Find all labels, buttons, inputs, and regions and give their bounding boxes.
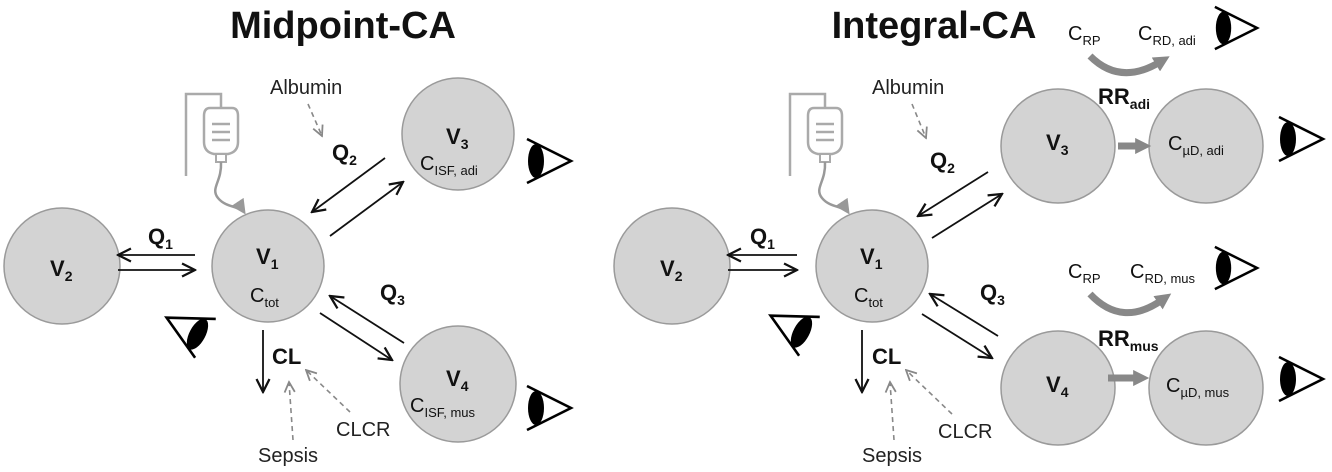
cisf-adi-label: CISF, adi bbox=[420, 153, 478, 178]
albumin-arrow bbox=[911, 103, 926, 138]
iv-bag-icon bbox=[184, 92, 240, 178]
eye-icon bbox=[1213, 245, 1259, 291]
sepsis-arrow bbox=[289, 382, 293, 441]
crp-bot-label: CRP bbox=[1068, 261, 1101, 286]
compartment-v1 bbox=[815, 209, 929, 323]
v4-label: V4 bbox=[446, 366, 469, 394]
q3-label: Q3 bbox=[980, 280, 1005, 308]
compartment-v4 bbox=[399, 325, 517, 443]
compartment-v3 bbox=[401, 77, 515, 191]
retrodialysis-mus-arrow bbox=[1087, 291, 1172, 316]
panel-integral-ca: Integral-CA V2 V1 Ctot V3 V4 CµD, adi Cµ… bbox=[613, 5, 1325, 467]
eye-icon bbox=[758, 294, 822, 358]
q3-arrow-to-v1 bbox=[330, 296, 405, 344]
cl-label: CL bbox=[872, 344, 901, 369]
clcr-label: CLCR bbox=[336, 419, 390, 441]
panel-title: Integral-CA bbox=[832, 5, 1037, 47]
sepsis-label: Sepsis bbox=[862, 445, 922, 467]
iv-bag-icon bbox=[788, 92, 844, 178]
v1-label: V1 bbox=[256, 244, 279, 272]
clcr-arrow bbox=[306, 370, 351, 413]
q3-label: Q3 bbox=[380, 280, 405, 308]
compartment-v3 bbox=[1000, 88, 1116, 204]
q1-label: Q1 bbox=[148, 224, 173, 252]
eye-icon bbox=[1277, 355, 1325, 403]
clcr-arrow bbox=[906, 370, 953, 415]
v1-label: V1 bbox=[860, 244, 883, 272]
crd-mus-label: CRD, mus bbox=[1130, 261, 1196, 286]
infusion-line bbox=[213, 161, 246, 215]
eye-icon bbox=[1213, 5, 1259, 51]
v3-label: V3 bbox=[1046, 130, 1069, 158]
compartment-microdialysis-mus bbox=[1148, 330, 1264, 446]
retrodialysis-adi-arrow bbox=[1087, 53, 1170, 77]
rr-adi-label: RRadi bbox=[1098, 84, 1150, 112]
q2-label: Q2 bbox=[332, 140, 357, 168]
v2-label: V2 bbox=[660, 256, 683, 284]
cud-mus-label: CµD, mus bbox=[1166, 375, 1230, 400]
v4-label: V4 bbox=[1046, 372, 1069, 400]
sepsis-label: Sepsis bbox=[258, 445, 318, 467]
q1-label: Q1 bbox=[750, 224, 775, 252]
compartment-v2 bbox=[613, 207, 731, 325]
v3-label: V3 bbox=[446, 124, 469, 152]
crd-adi-label: CRD, adi bbox=[1138, 23, 1196, 48]
compartment-v2 bbox=[3, 207, 121, 325]
compartment-v4 bbox=[1000, 330, 1116, 446]
albumin-label: Albumin bbox=[872, 77, 944, 99]
panel-title: Midpoint-CA bbox=[230, 5, 456, 47]
cud-adi-label: CµD, adi bbox=[1168, 133, 1224, 158]
q2-arrow-to-v3 bbox=[931, 194, 1002, 239]
compartment-v1 bbox=[211, 209, 325, 323]
eye-icon bbox=[1277, 115, 1325, 163]
cisf-mus-label: CISF, mus bbox=[410, 395, 476, 420]
q2-label: Q2 bbox=[930, 148, 955, 176]
crp-top-label: CRP bbox=[1068, 23, 1101, 48]
sepsis-arrow bbox=[890, 382, 894, 441]
eye-icon bbox=[154, 296, 218, 360]
albumin-label: Albumin bbox=[270, 77, 342, 99]
q3-arrow-to-v4 bbox=[319, 312, 392, 360]
eye-icon bbox=[525, 137, 573, 185]
ctot-label: Ctot bbox=[250, 285, 279, 310]
panel-midpoint-ca: Midpoint-CA V2 V1 Ctot V3 CISF, adi V4 C… bbox=[3, 5, 573, 467]
ctot-label: Ctot bbox=[854, 285, 883, 310]
q3-arrow-to-v1 bbox=[930, 294, 999, 337]
eye-icon bbox=[525, 384, 573, 432]
q3-arrow-to-v4 bbox=[921, 313, 992, 358]
albumin-arrow bbox=[307, 103, 322, 136]
clcr-label: CLCR bbox=[938, 421, 992, 443]
q2-arrow-to-v1 bbox=[312, 157, 386, 212]
cl-label: CL bbox=[272, 344, 301, 369]
q2-arrow-to-v1 bbox=[918, 171, 989, 216]
infusion-line bbox=[817, 161, 850, 215]
rr-mus-label: RRmus bbox=[1098, 326, 1159, 354]
v2-label: V2 bbox=[50, 256, 73, 284]
q2-arrow-to-v3 bbox=[329, 182, 403, 237]
